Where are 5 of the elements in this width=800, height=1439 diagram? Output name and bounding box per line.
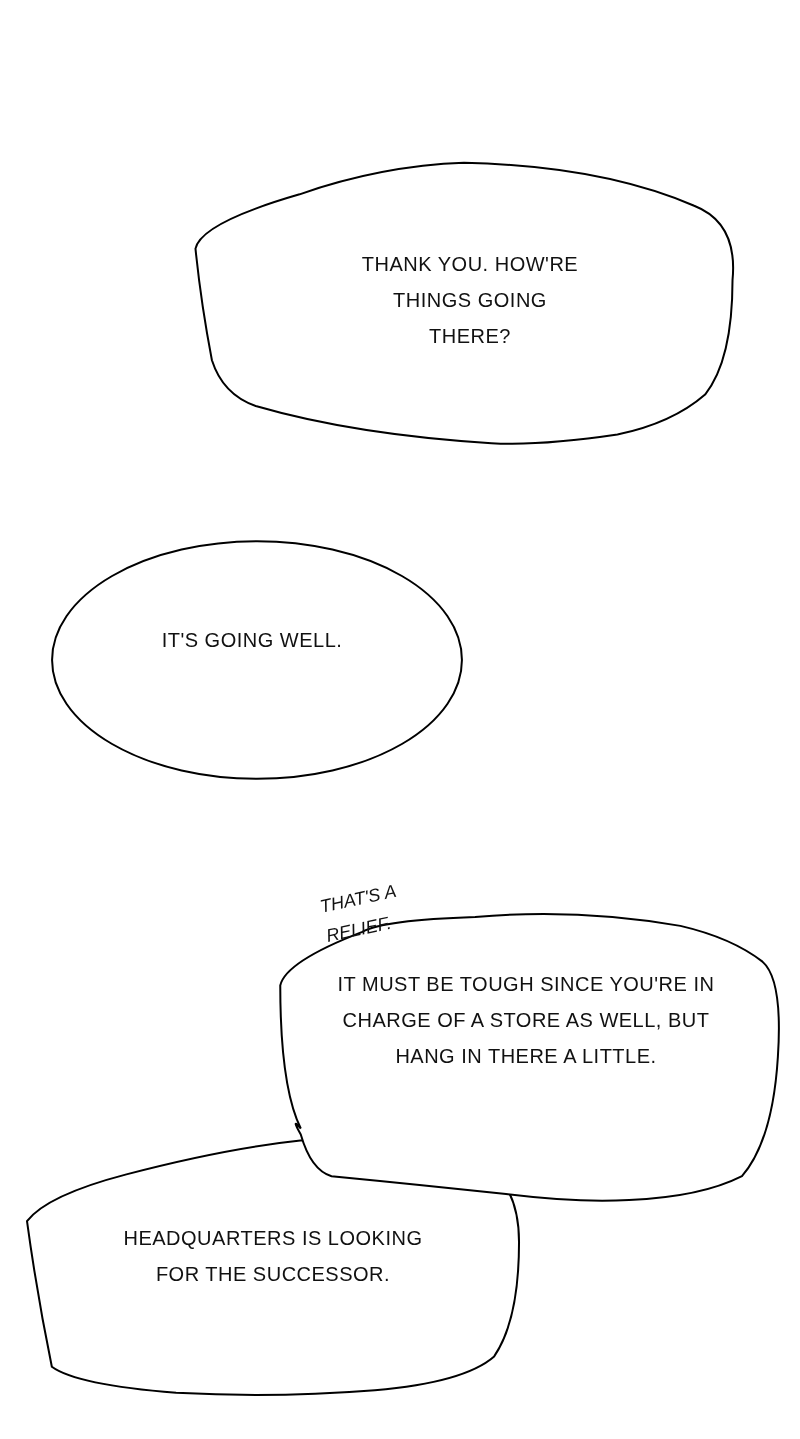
dialogue-text: IT MUST BE TOUGH SINCE YOU'RE IN CHARGE OF A STORE AS WELL, BUT HANG IN THERE A LITTLE.: [336, 972, 716, 1069]
dialogue-text: HEADQUARTERS IS LOOKING FOR THE SUCCESSOR.: [123, 1226, 423, 1287]
handwritten-text: THAT'S A RELIEF.: [317, 880, 399, 948]
dialogue-text: THANK YOU. HOW'RE THINGS GOING THERE?: [360, 252, 580, 349]
dialogue-text: IT'S GOING WELL.: [160, 628, 344, 653]
